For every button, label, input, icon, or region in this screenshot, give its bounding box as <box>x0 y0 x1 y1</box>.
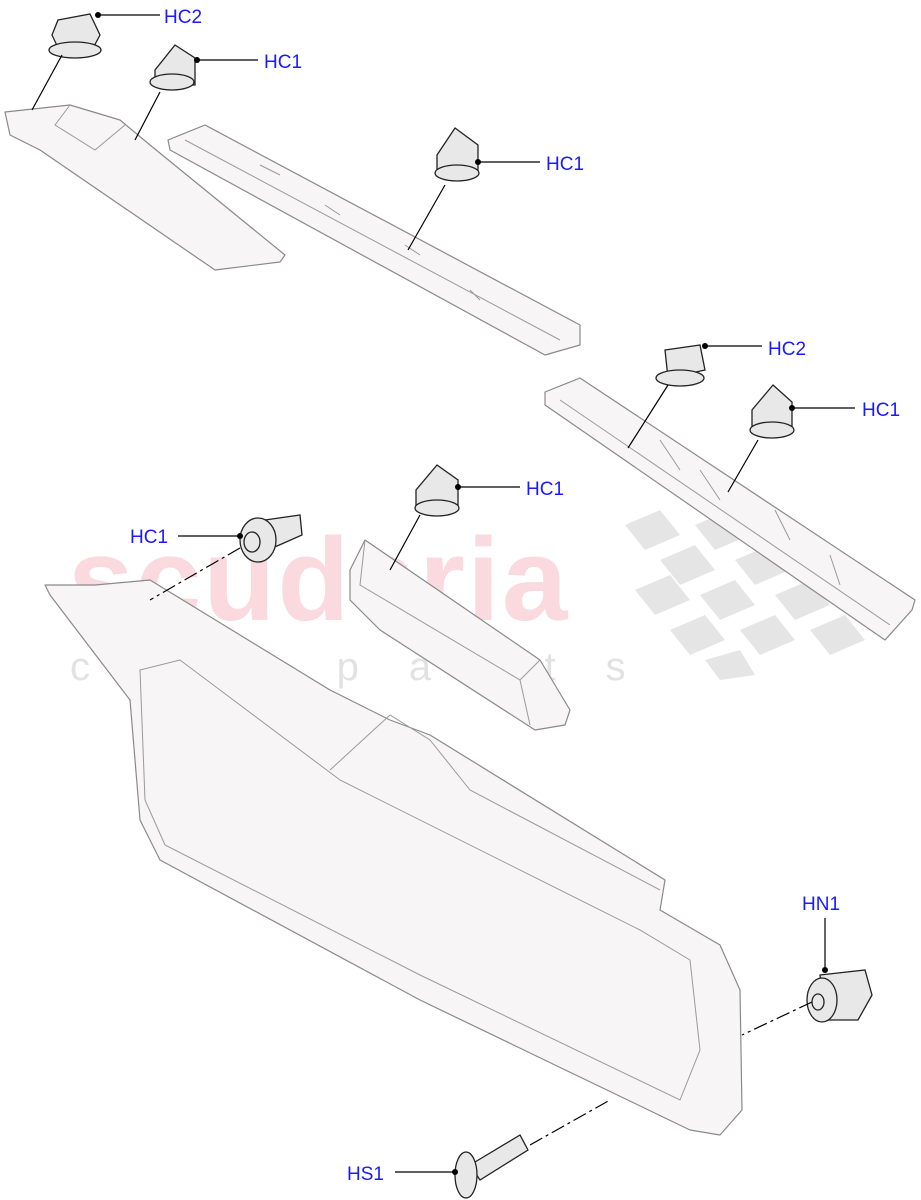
screw-hs1 <box>454 1134 529 1199</box>
callout-hc1-top: HC1 <box>264 52 303 73</box>
clip-hc2-right <box>655 344 706 387</box>
callout-hc1-rail: HC1 <box>546 154 585 175</box>
right-rail-trim <box>544 377 916 641</box>
callout-hc2-top: HC2 <box>164 7 203 28</box>
upper-rail-trim <box>167 124 581 356</box>
callout-hc1-left: HC1 <box>130 527 169 548</box>
clip-hc1-mid <box>414 464 460 517</box>
clip-hc1-right <box>749 384 795 439</box>
callout-hn1: HN1 <box>802 894 841 915</box>
clip-hc2-top <box>48 13 102 59</box>
upper-left-trim-panel <box>4 104 286 271</box>
clip-hc1-left <box>239 514 303 563</box>
leader-lines <box>31 12 855 1175</box>
nut-hn1 <box>806 969 873 1023</box>
clip-hc1-top <box>149 44 196 91</box>
callout-hc1-right: HC1 <box>862 400 901 421</box>
callout-hs1: HS1 <box>347 1164 384 1185</box>
middle-trim-piece <box>349 539 571 731</box>
callout-hc1-mid: HC1 <box>526 479 565 500</box>
clip-hc1-rail <box>434 127 480 182</box>
tailgate-lower-trim-panel <box>44 579 743 1136</box>
callout-hc2-right: HC2 <box>768 339 807 360</box>
